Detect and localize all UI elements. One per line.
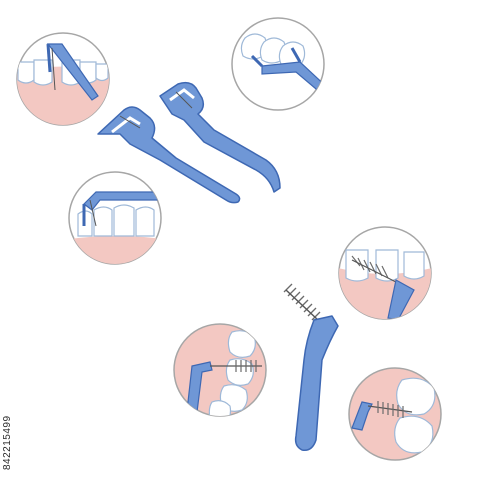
interdental-brush-front-teeth-circle	[338, 226, 432, 320]
floss-pick-front-teeth-circle	[16, 32, 110, 126]
floss-pick-icon	[46, 43, 99, 101]
interdental-brush-icon	[185, 360, 262, 416]
interdental-brush-icon	[351, 401, 413, 431]
floss-pick-molars-circle	[231, 17, 325, 111]
interdental-brush-molars-side-circle	[173, 323, 267, 417]
interdental-brush-molars-top-circle	[348, 367, 442, 461]
floss-pick-tool-right	[159, 81, 281, 193]
stock-id-label: 842215499	[2, 415, 13, 471]
floss-pick-icon	[82, 191, 161, 227]
interdental-brush-tool	[283, 283, 339, 452]
floss-pick-tool-left	[97, 106, 241, 204]
interdental-brush-icon	[351, 255, 415, 319]
floss-pick-lower-teeth-circle	[68, 171, 162, 265]
